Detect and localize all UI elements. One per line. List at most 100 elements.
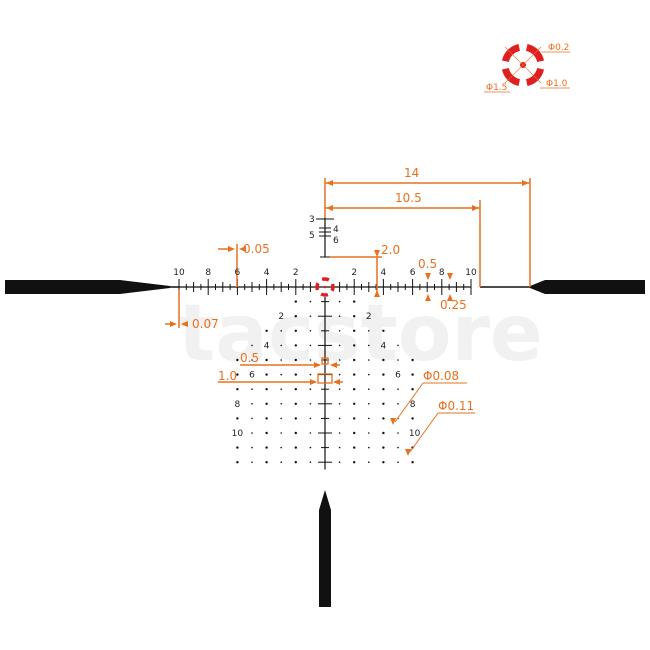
holdover-dot	[353, 329, 356, 332]
holdover-dot	[353, 315, 356, 318]
vertical-label-right: 6	[395, 371, 401, 381]
holdover-dot	[236, 446, 239, 449]
holdover-dot	[294, 461, 297, 464]
holdover-dot	[251, 432, 253, 434]
holdover-dot	[368, 388, 370, 391]
arrow	[522, 180, 529, 186]
dim-0-07: 0.07	[192, 317, 219, 331]
holdover-dot	[280, 461, 283, 464]
holdover-dot	[294, 373, 297, 376]
detail-label-inner: Φ0.2	[548, 43, 569, 53]
vertical-label-right: 10	[409, 429, 421, 439]
arrow	[425, 294, 431, 301]
holdover-dot	[353, 300, 356, 303]
holdover-dot	[280, 373, 283, 376]
holdover-dot	[309, 403, 312, 405]
holdover-dot	[368, 344, 370, 347]
holdover-dot	[338, 300, 341, 303]
holdover-dot	[309, 359, 312, 361]
horizontal-label: 10	[465, 268, 477, 278]
vertical-label-left: 6	[249, 371, 255, 381]
holdover-dot	[294, 417, 297, 420]
holdover-dot	[353, 358, 356, 362]
holdover-dot	[382, 388, 385, 391]
holdover-dot	[397, 432, 399, 434]
holdover-dot	[280, 388, 283, 391]
dim-0-25: 0.25	[440, 298, 467, 312]
holdover-dot	[368, 359, 370, 361]
holdover-dot	[353, 402, 356, 405]
holdover-dot	[294, 358, 297, 362]
holdover-dot	[338, 388, 341, 391]
holdover-dot	[251, 461, 253, 464]
box-0-5	[321, 357, 329, 365]
holdover-dot	[309, 432, 312, 434]
holdover-dot	[280, 446, 283, 449]
holdover-dot	[236, 373, 239, 376]
dot-0-11-leader	[409, 412, 439, 453]
holdover-dot	[338, 330, 341, 332]
holdover-dot	[236, 417, 239, 420]
holdover-dot	[236, 461, 239, 464]
holdover-dot	[280, 344, 283, 347]
annotation-lines	[165, 178, 531, 456]
holdover-dot	[309, 373, 312, 376]
arrow	[330, 362, 337, 368]
vertical-label-left: 2	[278, 312, 284, 322]
dim-14: 14	[404, 166, 419, 180]
holdover-dot	[294, 388, 297, 391]
holdover-dot	[338, 446, 341, 449]
holdover-dot	[309, 446, 312, 449]
arrow	[228, 246, 235, 252]
upper-stadia-label: 5	[309, 231, 315, 241]
holdover-dot	[251, 359, 253, 361]
holdover-dot	[294, 344, 297, 347]
holdover-dot	[265, 431, 268, 435]
box-1-0	[317, 373, 333, 384]
holdover-dot	[338, 344, 341, 347]
holdover-dot	[353, 446, 356, 449]
holdover-dot	[411, 461, 414, 464]
holdover-dot	[294, 431, 297, 435]
holdover-dot	[338, 359, 341, 361]
right-post	[530, 280, 645, 294]
left-post	[5, 280, 170, 294]
holdover-dot	[382, 329, 385, 332]
arrow	[405, 449, 411, 456]
holdover-dot	[294, 402, 297, 405]
detail-label-ring-inner: Φ1.0	[546, 79, 568, 89]
arrow	[239, 246, 246, 252]
holdover-dot	[280, 403, 283, 405]
holdover-dot	[251, 388, 253, 391]
holdover-dot	[382, 446, 385, 449]
holdover-dot	[368, 461, 370, 464]
watermark: tacstore	[178, 289, 543, 379]
holdover-dot	[265, 461, 268, 464]
holdover-dot	[265, 329, 268, 332]
center-ring	[315, 277, 335, 297]
holdover-dot	[338, 461, 341, 464]
horizontal-label: 8	[205, 268, 211, 278]
holdover-dot	[382, 417, 385, 420]
horizontal-label: 4	[381, 268, 387, 278]
dim-0-5-right: 0.5	[418, 257, 437, 271]
arrow	[314, 362, 321, 368]
bottom-post	[319, 490, 331, 607]
detail-label-ring-outer: Φ1.5	[486, 83, 507, 93]
dim-10-5: 10.5	[395, 191, 422, 205]
holdover-dot	[236, 388, 239, 391]
holdover-dot	[294, 315, 297, 318]
dim-0-05: 0.05	[243, 242, 270, 256]
arrow	[181, 321, 188, 327]
horizontal-label: 10	[173, 268, 185, 278]
dot-0-08-leader	[394, 382, 424, 423]
holdover-dot	[294, 329, 297, 332]
holdover-dot	[397, 388, 399, 391]
center-dot	[323, 285, 327, 289]
holdover-dot	[338, 403, 341, 405]
holdover-dot	[251, 417, 253, 420]
vertical-label-left: 4	[264, 341, 270, 351]
